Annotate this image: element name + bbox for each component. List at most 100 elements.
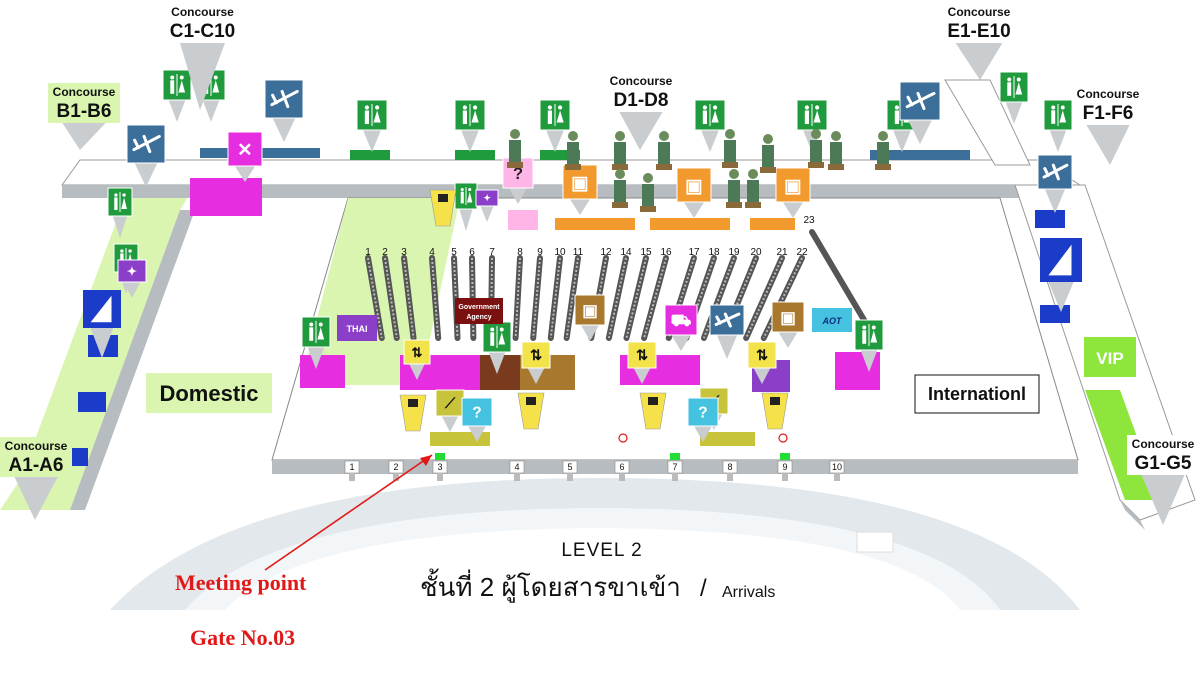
aot-label: AOT bbox=[822, 316, 844, 326]
svg-text:✕: ✕ bbox=[237, 139, 253, 160]
concourse-gates: B1-B6 bbox=[57, 101, 112, 122]
baggage-belt bbox=[623, 255, 649, 341]
gate-marker: 6 bbox=[614, 460, 630, 481]
domestic-box bbox=[146, 373, 272, 413]
guardian-statue-icon bbox=[875, 131, 891, 170]
elevator-icon: ⇅ bbox=[627, 341, 657, 384]
gate-marker: 10 bbox=[829, 460, 845, 481]
baggage-belt bbox=[530, 255, 543, 341]
belt-number: 19 bbox=[728, 247, 740, 258]
belt-number: 18 bbox=[708, 247, 720, 258]
belt-number: 15 bbox=[640, 247, 652, 258]
svg-text:▣: ▣ bbox=[571, 172, 589, 193]
concourse-label: Concourse bbox=[610, 74, 673, 88]
belt-number: 22 bbox=[796, 247, 808, 258]
meeting-gate-label: Gate No.03 bbox=[190, 625, 295, 650]
belt-number: 12 bbox=[600, 247, 612, 258]
customs-icon: ▣ bbox=[771, 301, 805, 348]
shopping-cart-icon: ⛟ bbox=[664, 304, 698, 351]
toilet-icon bbox=[301, 316, 331, 369]
curbside-road-inner bbox=[185, 508, 1000, 610]
gate-marker: 4 bbox=[509, 460, 525, 481]
belt-number: 2 bbox=[382, 247, 388, 258]
belt-number: 7 bbox=[489, 247, 495, 258]
customs-icon: ▣ bbox=[574, 294, 606, 341]
information-icon: ? bbox=[687, 397, 719, 442]
departure-icon bbox=[899, 81, 941, 144]
toilet-icon bbox=[162, 69, 192, 122]
svg-text:✦: ✦ bbox=[483, 193, 491, 203]
baggage-belt bbox=[743, 255, 785, 341]
belt-number: 23 bbox=[803, 215, 815, 226]
airline-thai-icon: ✦ bbox=[475, 189, 499, 222]
toilet-icon bbox=[694, 99, 726, 152]
departure-icon bbox=[126, 124, 166, 187]
gate-number: 5 bbox=[567, 462, 572, 472]
gate-marker: 3 bbox=[432, 453, 448, 481]
svg-text:⇅: ⇅ bbox=[411, 345, 422, 360]
domestic-label: Domestic bbox=[159, 381, 258, 406]
red-marker-icon bbox=[778, 433, 788, 443]
airline-tail-icon bbox=[1040, 238, 1082, 312]
departure-icon bbox=[264, 79, 304, 142]
right-top-corridor bbox=[944, 79, 1031, 166]
svg-text:▣: ▣ bbox=[780, 309, 796, 327]
gate-marker: 5 bbox=[562, 460, 578, 481]
concourse-gates: A1-A6 bbox=[9, 455, 64, 476]
elevator-icon: ⇅ bbox=[521, 341, 551, 384]
toilet-icon bbox=[1043, 99, 1073, 152]
svg-text:?: ? bbox=[698, 405, 707, 422]
belt-number: 4 bbox=[429, 247, 435, 258]
svg-text:?: ? bbox=[513, 165, 523, 183]
svg-text:▣: ▣ bbox=[784, 175, 802, 196]
aot-sign: AOT bbox=[812, 308, 852, 332]
concourse-label: Concourse bbox=[1132, 437, 1195, 451]
immigration-icon: ▣ bbox=[676, 167, 712, 218]
concourse-gates: F1-F6 bbox=[1083, 103, 1134, 124]
toilet-icon bbox=[796, 99, 828, 152]
belt-number: 1 bbox=[365, 247, 371, 258]
guardian-statue-icon bbox=[760, 134, 776, 173]
baggage-belt bbox=[547, 255, 563, 341]
telephone-icon bbox=[639, 392, 667, 430]
svg-text:▣: ▣ bbox=[685, 175, 703, 196]
baggage-belt bbox=[382, 255, 400, 341]
guardian-statue-icon bbox=[612, 169, 628, 208]
guardian-statue-icon bbox=[808, 129, 824, 168]
baggage-belt bbox=[605, 255, 629, 341]
escalator-icon: ⟋ bbox=[435, 389, 465, 432]
gate-number: 3 bbox=[437, 462, 442, 472]
concourse-label: Concourse bbox=[171, 5, 234, 19]
svg-text:⛟: ⛟ bbox=[671, 312, 692, 330]
concourse-label: Concourse bbox=[1077, 87, 1140, 101]
government-agency-sign: Government Agency bbox=[455, 298, 503, 324]
baggage-belt bbox=[401, 255, 417, 341]
elevator-icon: ⇅ bbox=[747, 341, 777, 384]
left-pier-wall bbox=[70, 210, 195, 510]
baggage-belt bbox=[563, 255, 581, 341]
restaurant-icon: ✕ bbox=[227, 131, 263, 182]
airline-thai-icon: ✦ bbox=[117, 259, 147, 298]
gate-marker: 8 bbox=[722, 460, 738, 481]
map-icons: ✕?▣▣▣▣▣⛟⇅⇅⇅⇅⟋⟋??✦✦ bbox=[83, 69, 1082, 442]
curbside-road bbox=[110, 478, 1080, 610]
belt-number: 20 bbox=[750, 247, 762, 258]
arrivals-label: Arrivals bbox=[722, 584, 775, 601]
belt-number: 17 bbox=[688, 247, 700, 258]
baggage-belt bbox=[365, 255, 385, 341]
international-box bbox=[914, 374, 1040, 414]
guardian-statue-icon bbox=[726, 169, 742, 208]
belt-number: 21 bbox=[776, 247, 788, 258]
level-thai-label: ชั้นที่ 2 ผู้โดยสารขาเข้า bbox=[420, 568, 681, 603]
level-label: LEVEL 2 bbox=[561, 540, 642, 561]
thai-sign: THAI bbox=[337, 315, 377, 341]
gate-number: 7 bbox=[672, 462, 677, 472]
telephone-icon bbox=[399, 394, 427, 432]
concourse-label: Concourse bbox=[5, 439, 68, 453]
svg-text:⟋: ⟋ bbox=[444, 396, 456, 412]
